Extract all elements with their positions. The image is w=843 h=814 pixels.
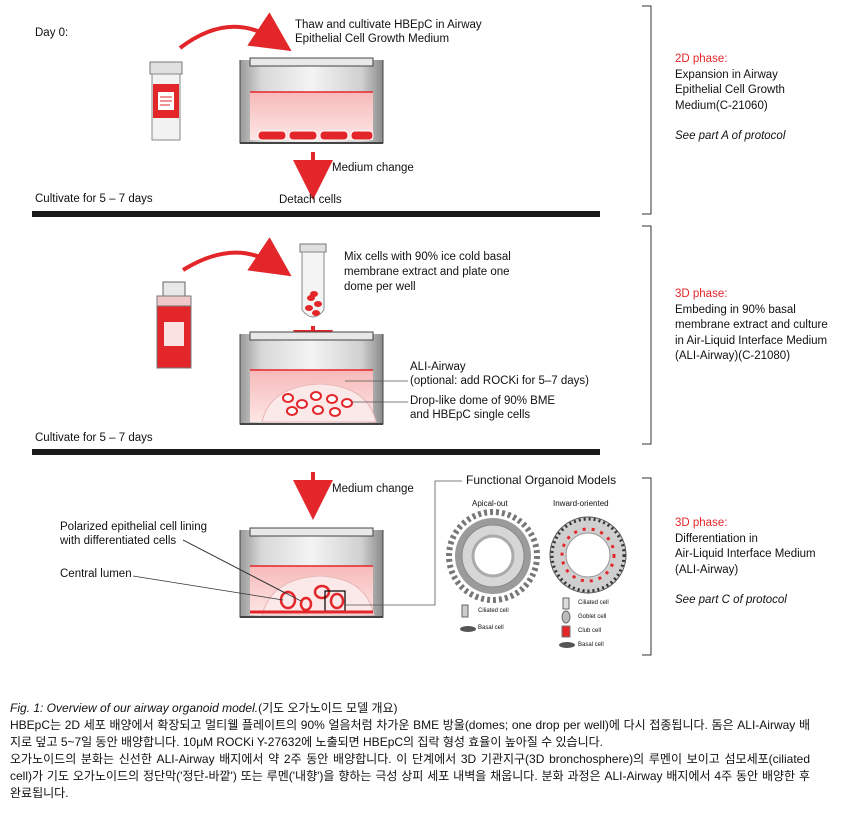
pointer-polarized-2 <box>182 539 302 602</box>
divider-2 <box>32 449 600 455</box>
phase-3d-embed-block: 3D phase: Embeding in 90% basal membrane… <box>675 287 843 365</box>
mix-line-1: Mix cells with 90% ice cold basal <box>344 251 511 263</box>
mix-line-2: membrane extract and plate one <box>344 266 510 278</box>
legend-right-basal: Basal cell <box>578 642 604 648</box>
caption-title: Fig. 1: Overview of our airway organoid … <box>10 701 259 715</box>
legend-right-club: Club cell <box>578 628 602 634</box>
bracket-2d <box>642 5 652 215</box>
organoid-inward <box>549 516 627 594</box>
transfer-arrow-1 <box>178 12 292 52</box>
transfer-arrow-2 <box>181 237 292 277</box>
thaw-text-2: Epithelial Cell Growth Medium <box>295 33 450 45</box>
caption-title-line: Fig. 1: Overview of our airway organoid … <box>10 700 810 717</box>
pointer-lumen <box>132 575 284 601</box>
legend-ciliated-swatch-left <box>461 604 469 618</box>
phase-3d-embed-line-3: in Air-Liquid Interface Medium <box>675 334 828 347</box>
phase-3d-diff-line-1: Differentiation in <box>675 532 758 545</box>
legend-basal-swatch-right <box>559 642 575 648</box>
phase-3d-diff-title: 3D phase: <box>675 517 728 529</box>
figure-caption: Fig. 1: Overview of our airway organoid … <box>10 700 810 802</box>
phase-3d-diff-block: 3D phase: Differentiation in Air-Liquid … <box>675 516 843 609</box>
phase-2d-title: 2D phase: <box>675 53 728 65</box>
legend-basal-swatch-left <box>460 626 476 632</box>
cultivate-1: Cultivate for 5 – 7 days <box>35 193 153 205</box>
phase-2d-line-1: Expansion in Airway <box>675 68 778 81</box>
thaw-text-1: Thaw and cultivate HBEpC in Airway <box>295 19 482 31</box>
phase-3d-diff-line-2: Air-Liquid Interface Medium <box>675 548 816 560</box>
day-label: Day 0: <box>35 27 69 39</box>
medium-change-2: Medium change <box>332 483 414 495</box>
mix-line-3: dome per well <box>344 281 416 293</box>
cultivate-2: Cultivate for 5 – 7 days <box>35 432 153 444</box>
reagent-bottle-icon <box>156 281 192 369</box>
zoom-connector <box>345 480 462 606</box>
see-part-a: See part A of protocol <box>675 130 786 142</box>
legend-ciliated-swatch-right <box>562 597 570 610</box>
central-lumen-label: Central lumen <box>60 568 132 580</box>
dome-text-2: and HBEpC single cells <box>410 409 531 421</box>
phase-3d-embed-line-2: membrane extract and culture <box>675 319 828 331</box>
mix-text: Mix cells with 90% ice cold basal membra… <box>344 250 511 295</box>
inward-label: Inward-oriented <box>553 499 609 508</box>
bracket-3d-embed <box>642 225 652 445</box>
dome-text-1: Drop-like dome of 90% BME <box>410 395 556 407</box>
legend-right-goblet: Goblet cell <box>578 614 607 620</box>
phase-3d-diff-line-3: (ALI-Airway) <box>675 563 739 576</box>
culture-well-dome <box>239 331 384 425</box>
models-title: Functional Organoid Models <box>466 473 617 487</box>
bracket-3d-diff <box>642 477 652 656</box>
organoid-apical-out <box>446 509 540 603</box>
medium-change-1: Medium change <box>332 162 414 174</box>
divider-1 <box>32 211 600 217</box>
apical-out-label: Apical-out <box>472 499 508 508</box>
phase-3d-embed-line-1: Embeding in 90% basal <box>675 303 796 316</box>
pipette-tube-icon <box>299 243 327 318</box>
legend-right-ciliated: Ciliated cell <box>578 600 609 606</box>
detach-cells: Detach cells <box>279 194 342 206</box>
ali-optional: (optional: add ROCKi for 5–7 days) <box>410 375 589 387</box>
legend-left-basal: Basal cell <box>478 625 504 631</box>
cryovial-icon <box>149 61 183 141</box>
phase-3d-embed-line-4: (ALI-Airway)(C-21080) <box>675 350 791 362</box>
phase-2d-line-2: Epithelial Cell Growth <box>675 84 785 96</box>
caption-para-2: 오가노이드의 분화는 신선한 ALI-Airway 배지에서 약 2주 동안 배… <box>10 752 810 800</box>
phase-3d-embed-title: 3D phase: <box>675 288 728 300</box>
polarized-text-2: with differentiated cells <box>60 535 177 547</box>
culture-well-organoids <box>239 527 384 618</box>
legend-club-swatch-right <box>561 625 571 638</box>
legend-left-ciliated: Ciliated cell <box>478 608 509 614</box>
polarized-text-1: Polarized epithelial cell lining <box>60 521 208 533</box>
caption-title-ko: (기도 오가노이드 모델 개요) <box>258 701 398 715</box>
see-part-c: See part C of protocol <box>675 594 787 606</box>
phase-2d-block: 2D phase: Expansion in Airway Epithelial… <box>675 52 843 145</box>
caption-para-1: HBEpC는 2D 세포 배양에서 확장되고 멀티웰 플레이트의 90% 얼음처… <box>10 718 810 749</box>
ali-label: ALI-Airway <box>410 361 466 373</box>
culture-well-2d <box>239 57 384 144</box>
phase-2d-line-3: Medium(C-21060) <box>675 99 768 112</box>
legend-goblet-swatch-right <box>561 610 571 624</box>
